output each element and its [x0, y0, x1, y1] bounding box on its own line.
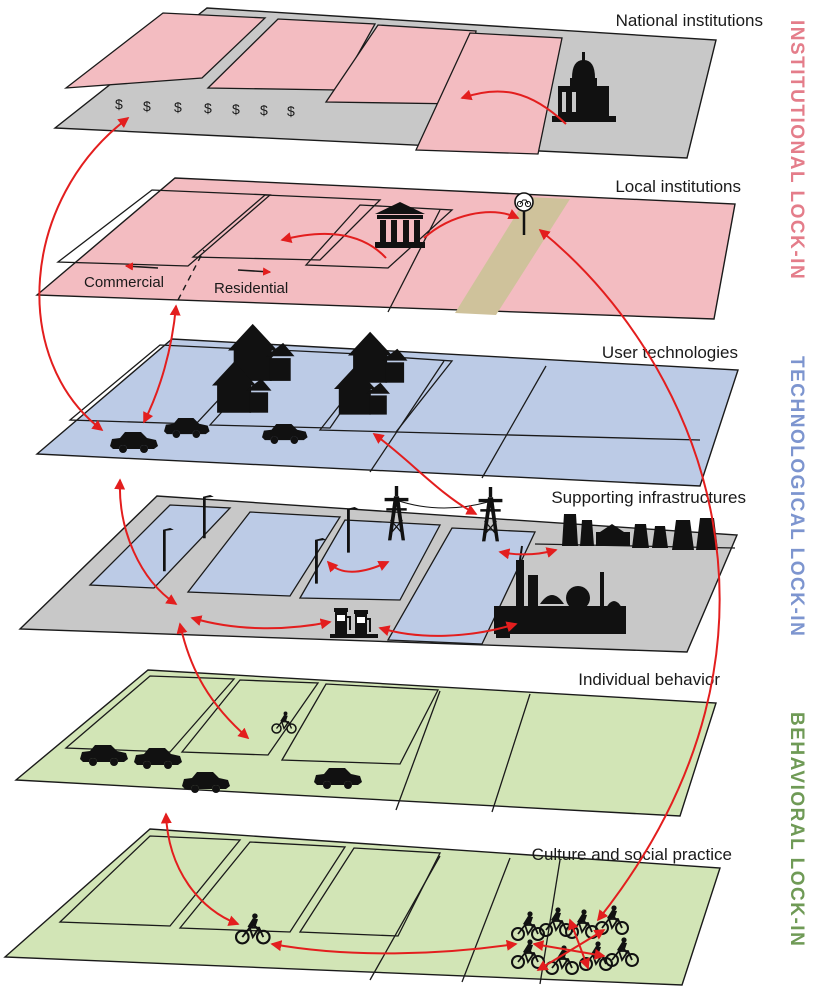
layer-user-technologies: User technologies [35, 323, 739, 487]
gas-pump-icon [330, 608, 378, 638]
lot-national-1 [63, 12, 267, 89]
lot-infra-2 [186, 511, 342, 597]
lot-national-4 [414, 32, 563, 155]
bike-sign-icon [514, 192, 534, 235]
lot-infra-4 [386, 527, 537, 645]
city-hall-icon [375, 202, 425, 248]
lock-in-arrows [38, 89, 721, 971]
layer-national-institutions: $ $ $ $ $ $ $ National institutions [53, 7, 763, 159]
lot-national-2 [206, 18, 377, 91]
label-technological-lock-in: TECHNOLOGICAL LOCK-IN [786, 356, 807, 637]
lot-national-3 [324, 24, 477, 105]
svg-text:$: $ [115, 96, 123, 112]
capitol-icon [552, 52, 616, 122]
label-behavioral-lock-in: BEHAVIORAL LOCK-IN [786, 712, 807, 947]
svg-text:$: $ [232, 101, 240, 117]
title-national-institutions: National institutions [616, 11, 763, 30]
title-individual-behavior: Individual behavior [578, 670, 720, 689]
layer-local-institutions: Commercial Residential Local institution… [35, 177, 741, 320]
label-institutional-lock-in: INSTITUTIONAL LOCK-IN [786, 20, 807, 280]
title-local-institutions: Local institutions [615, 177, 741, 196]
title-supporting-infrastructures: Supporting infrastructures [551, 488, 746, 507]
svg-text:$: $ [143, 98, 151, 114]
lot-infra-3 [298, 519, 442, 601]
layer-supporting-infrastructures: Supporting infrastructures [18, 485, 746, 653]
svg-text:$: $ [174, 99, 182, 115]
svg-text:$: $ [260, 102, 268, 118]
label-commercial: Commercial [84, 274, 164, 291]
title-user-technologies: User technologies [602, 343, 738, 362]
svg-text:$: $ [204, 100, 212, 116]
dollar-signs: $ $ $ $ $ $ $ [115, 96, 295, 119]
svg-text:$: $ [287, 103, 295, 119]
layer-culture-social-practice: Culture and social practice [3, 828, 732, 986]
side-labels: INSTITUTIONAL LOCK-IN TECHNOLOGICAL LOCK… [786, 20, 807, 947]
label-residential: Residential [214, 280, 288, 297]
layer-individual-behavior: Individual behavior [14, 669, 720, 817]
title-culture-social-practice: Culture and social practice [532, 845, 732, 864]
bike-lane-strip [455, 197, 570, 315]
